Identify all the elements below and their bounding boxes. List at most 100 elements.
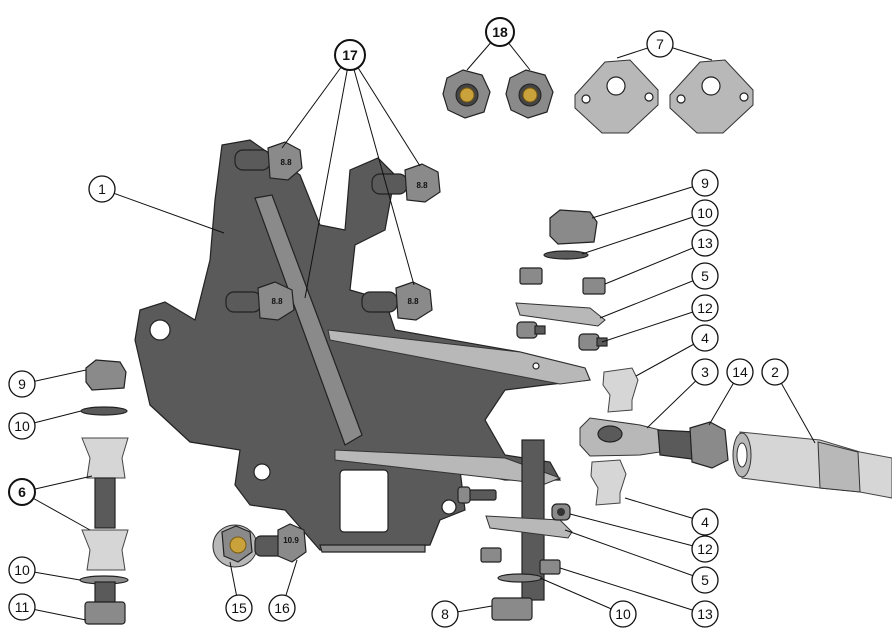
callout-circle — [691, 358, 719, 386]
callout-16: 16 — [268, 594, 296, 622]
callout-8: 8 — [431, 600, 459, 628]
callout-number: 9 — [701, 175, 709, 191]
callout-circle — [691, 600, 719, 628]
callout-number: 18 — [492, 24, 508, 40]
small-nut-b-left — [480, 547, 502, 563]
bracket-bolts: 8.8 8.8 8.8 8.8 — [225, 141, 441, 321]
callout-18: 18 — [485, 17, 515, 47]
plate-right — [669, 59, 754, 134]
bolt-grade-stamp: 8.8 — [407, 297, 419, 306]
callout-11: 11 — [8, 593, 36, 621]
tube-2 — [732, 431, 892, 499]
callout-number: 12 — [697, 541, 713, 557]
small-nut-13 — [582, 277, 606, 295]
nut-right — [505, 69, 554, 119]
callout-circle — [691, 169, 719, 197]
bolt-top-right: 8.8 — [371, 163, 441, 203]
plate-left — [574, 59, 659, 134]
callout-number: 10 — [14, 562, 30, 578]
callout-circle — [691, 262, 719, 290]
callout-number: 11 — [15, 599, 30, 615]
flange-nut-15 — [212, 524, 258, 568]
callout-number: 15 — [231, 600, 247, 616]
callout-number: 5 — [701, 268, 709, 284]
callout-circle — [691, 535, 719, 563]
callout-5: 5 — [691, 566, 719, 594]
callout-5: 5 — [691, 262, 719, 290]
top-nuts — [442, 69, 554, 119]
callout-10: 10 — [8, 556, 36, 584]
nut-9-left — [85, 359, 127, 391]
small-bolt-left — [457, 486, 497, 504]
callout-10: 10 — [8, 412, 36, 440]
callout-number: 6 — [18, 484, 26, 500]
plate-5b — [485, 515, 573, 539]
callout-circle — [726, 358, 754, 386]
bolt-top-left: 8.8 — [234, 141, 303, 181]
callout-number: 13 — [697, 235, 713, 251]
callout-9: 9 — [691, 169, 719, 197]
callout-13: 13 — [691, 600, 719, 628]
cap-screw-12b — [551, 503, 571, 521]
callout-circle — [8, 412, 36, 440]
small-nut-13b — [539, 559, 561, 575]
callout-number: 17 — [342, 47, 358, 63]
lower-hardware-stack — [457, 439, 627, 621]
bolt-mid-right: 8.8 — [361, 281, 433, 321]
callout-number: 1 — [98, 181, 106, 197]
callout-number: 10 — [615, 606, 631, 622]
callout-6: 6 — [8, 478, 36, 506]
callout-number: 14 — [732, 364, 748, 380]
bolt-grade-stamp: 8.8 — [280, 158, 292, 167]
callout-number: 9 — [18, 376, 26, 392]
callout-4: 4 — [691, 324, 719, 352]
washer-10 — [543, 250, 589, 260]
callout-number: 2 — [771, 364, 779, 380]
bolt-grade-stamp: 8.8 — [416, 181, 428, 190]
callout-circle — [609, 600, 637, 628]
rod-end-assembly — [579, 417, 892, 499]
bushing-6-top — [81, 437, 129, 479]
callout-circle — [646, 30, 674, 58]
spacer-4-bottom — [590, 459, 627, 506]
callout-circle — [691, 294, 719, 322]
callout-circle — [691, 566, 719, 594]
small-nut-left — [519, 267, 543, 285]
callout-circle — [691, 324, 719, 352]
cap-screw-left — [516, 321, 546, 339]
callout-3: 3 — [691, 358, 719, 386]
callout-10: 10 — [609, 600, 637, 628]
callout-circle — [691, 508, 719, 536]
callout-circle — [431, 600, 459, 628]
threaded-stud — [94, 477, 116, 529]
top-plates — [574, 59, 754, 134]
callout-circle — [691, 229, 719, 257]
callout-17: 17 — [334, 39, 366, 71]
bushing-6-bottom — [81, 529, 129, 571]
bolt-grade-stamp-large: 10.9 — [283, 536, 299, 545]
callout-circle — [88, 175, 116, 203]
callout-14: 14 — [726, 358, 754, 386]
callout-circle — [268, 594, 296, 622]
callout-13: 13 — [691, 229, 719, 257]
callout-number: 5 — [701, 572, 709, 588]
callout-number: 10 — [14, 418, 30, 434]
callout-4: 4 — [691, 508, 719, 536]
callout-circle — [225, 594, 253, 622]
callout-number: 16 — [274, 600, 290, 616]
spacer-4-top — [602, 367, 639, 413]
callout-circle — [8, 556, 36, 584]
callout-number: 4 — [701, 330, 709, 346]
flange-nut-and-bolt: 10.9 — [212, 523, 307, 568]
callout-15: 15 — [225, 594, 253, 622]
callout-7: 7 — [646, 30, 674, 58]
washer-10-left — [80, 406, 128, 416]
callout-1: 1 — [88, 175, 116, 203]
callout-circle — [761, 358, 789, 386]
callout-10: 10 — [691, 199, 719, 227]
top-nut-9 — [549, 209, 598, 245]
plate-5 — [515, 302, 606, 327]
left-hardware-stack — [79, 359, 129, 625]
